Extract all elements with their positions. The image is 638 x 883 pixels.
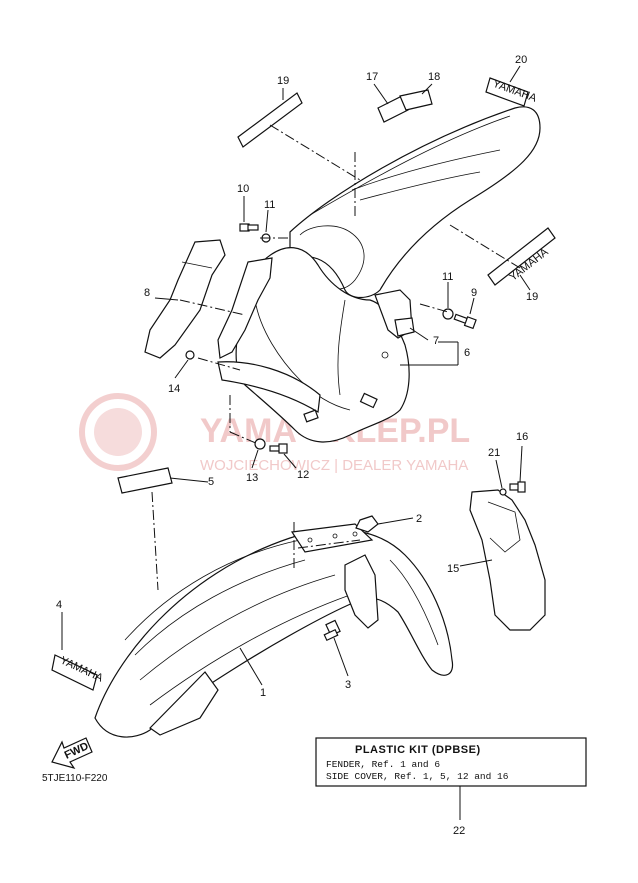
callout-14: 14 — [168, 383, 180, 395]
callout-5: 5 — [208, 476, 214, 488]
bolt-10 — [239, 223, 259, 232]
bolt-12 — [269, 443, 288, 454]
decal-rear-top: YAMAHA — [485, 77, 539, 107]
pad-18 — [399, 89, 433, 111]
callout-11-right: 11 — [442, 271, 453, 283]
callout-1: 1 — [260, 687, 266, 699]
bolt-3 — [323, 619, 341, 642]
kit-line-fender: FENDER, Ref. 1 and 6 — [326, 759, 440, 770]
strip-5 — [117, 467, 173, 494]
strip-19 — [237, 92, 303, 148]
decal-front: YAMAHA — [51, 654, 105, 691]
fwd-arrow-icon: FWD — [51, 737, 93, 770]
callout-19-side: 19 — [526, 291, 538, 303]
callout-10: 10 — [237, 183, 249, 195]
washer-14 — [185, 350, 195, 360]
diagram-code: 5TJE110-F220 — [42, 773, 108, 784]
callout-4: 4 — [56, 599, 62, 611]
kit-line-side-cover: SIDE COVER, Ref. 1, 5, 12 and 16 — [326, 771, 509, 782]
callout-9: 9 — [471, 287, 477, 299]
callouts: 19 17 18 20 10 11 11 9 19 8 7 6 14 13 12… — [56, 54, 538, 837]
front-fender — [94, 523, 454, 738]
callout-20: 20 — [515, 54, 527, 66]
bolt-9 — [453, 313, 477, 330]
leader-lines — [61, 65, 531, 820]
rear-fender — [217, 106, 541, 443]
callout-12: 12 — [297, 469, 309, 481]
callout-3: 3 — [345, 679, 351, 691]
callout-22: 22 — [453, 825, 465, 837]
callout-19-top: 19 — [277, 75, 289, 87]
callout-6: 6 — [464, 347, 470, 359]
callout-8: 8 — [144, 287, 150, 299]
callout-13: 13 — [246, 472, 258, 484]
side-cover-right — [469, 489, 546, 631]
callout-21: 21 — [488, 447, 500, 459]
kit-info-box: PLASTIC KIT (DPBSE) FENDER, Ref. 1 and 6… — [315, 737, 587, 787]
side-cover-left — [144, 239, 273, 359]
watermark-subtitle: WOJCIECHOWICZ | DEALER YAMAHA — [200, 457, 468, 474]
washer-21 — [499, 488, 507, 496]
bolt-16 — [509, 481, 526, 493]
kit-title: PLASTIC KIT (DPBSE) — [355, 744, 481, 756]
nut-2 — [355, 515, 379, 533]
washer-13 — [254, 438, 266, 450]
watermark-logo-inner — [94, 408, 142, 456]
callout-15: 15 — [447, 563, 459, 575]
callout-11-left: 11 — [264, 199, 275, 211]
callout-16: 16 — [516, 431, 528, 443]
callout-2: 2 — [416, 513, 422, 525]
callout-18: 18 — [428, 71, 440, 83]
callout-7: 7 — [433, 335, 439, 347]
watermark-logo-icon — [79, 393, 157, 471]
callout-17: 17 — [366, 71, 378, 83]
